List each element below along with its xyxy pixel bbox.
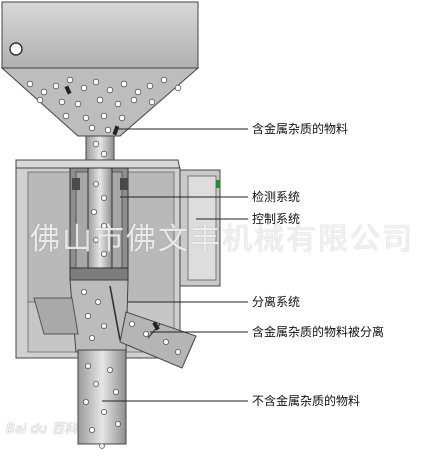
control-box xyxy=(179,169,221,287)
label-detection-system: 检测系统 xyxy=(252,190,301,204)
label-metal-material: 含金属杂质的物料 xyxy=(252,122,349,136)
watermark-text: 佛山市佛文丰机械有限公司 xyxy=(30,222,414,257)
bolt-hole xyxy=(9,42,23,56)
label-control-system: 控制系统 xyxy=(252,212,301,226)
indicator-light xyxy=(216,180,220,188)
label-separated-material: 含金属杂质的物料被分离 xyxy=(252,325,385,339)
inlet-pipe xyxy=(85,135,115,161)
label-clean-material: 不含金属杂质的物料 xyxy=(252,394,361,408)
material-particles xyxy=(26,76,182,449)
outlet-pipe xyxy=(77,349,127,445)
label-separation-system: 分离系统 xyxy=(252,295,301,309)
metal-impurities xyxy=(64,85,160,331)
source-logo: Bai du 百科 xyxy=(6,422,78,437)
leader-lines xyxy=(102,128,248,402)
detection-unit xyxy=(69,167,129,281)
hopper xyxy=(0,1,200,137)
